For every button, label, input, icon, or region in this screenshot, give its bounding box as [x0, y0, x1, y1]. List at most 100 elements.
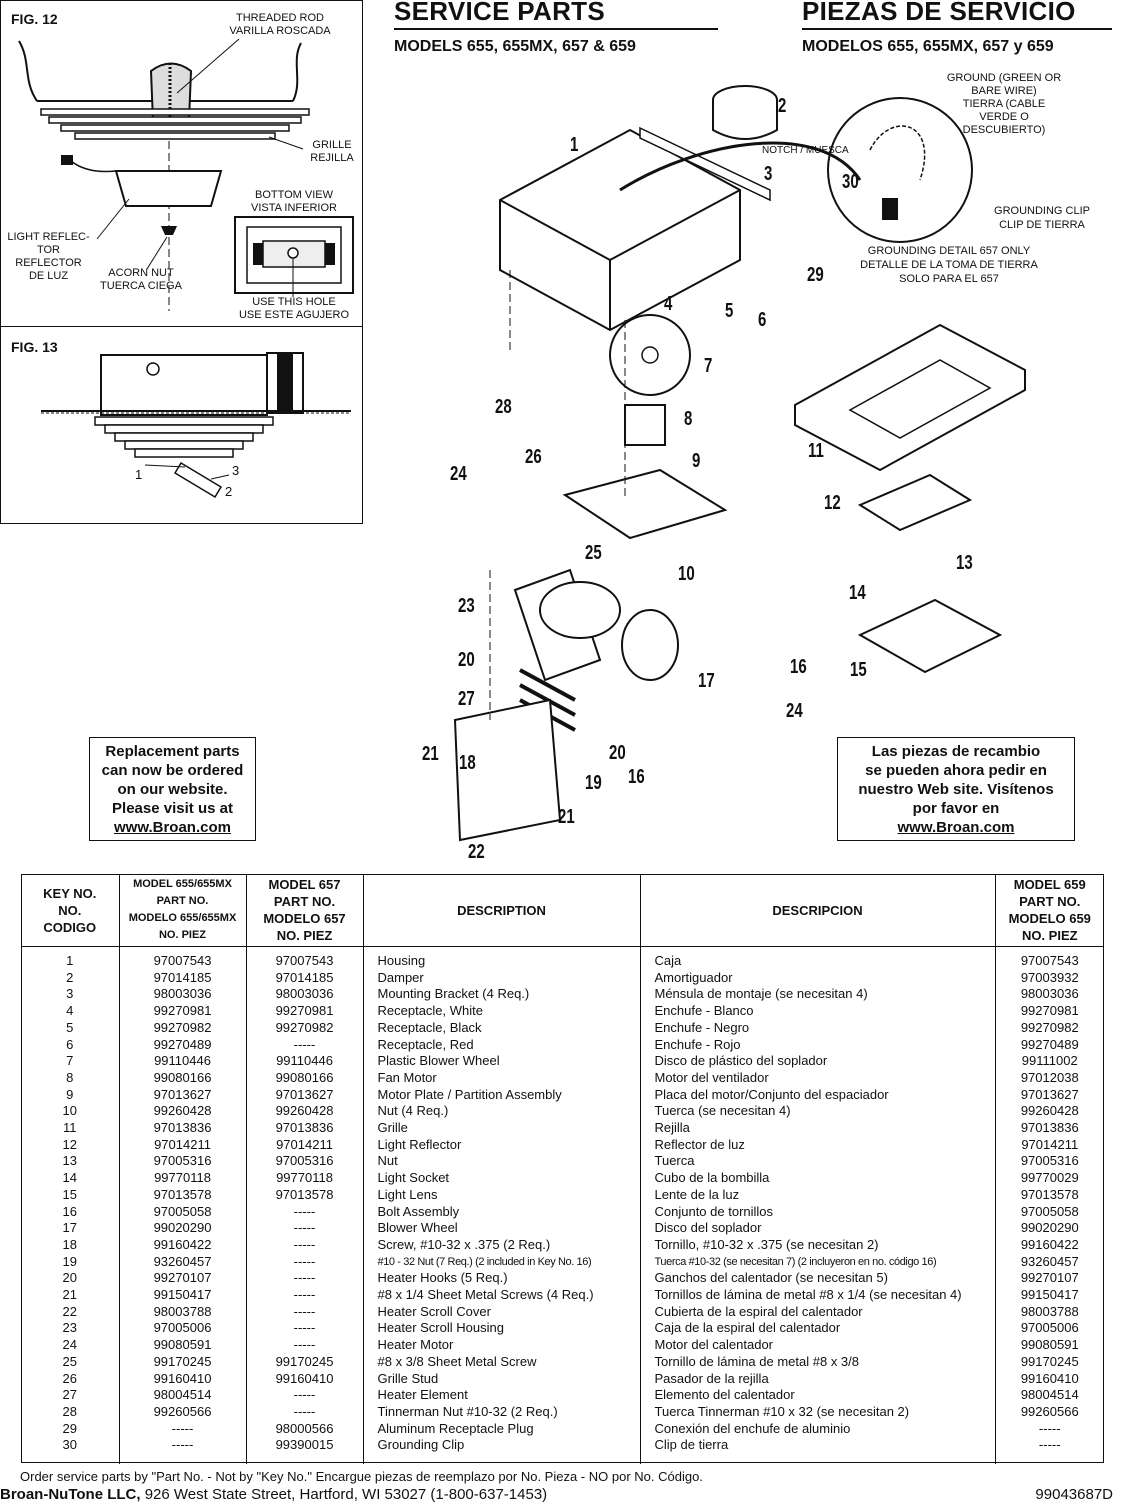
cell-descripcion: Amortiguador [640, 969, 996, 987]
cell-model-659: 97007543 [1020, 953, 1079, 968]
cell-model-655: 98004514 [119, 1387, 247, 1404]
cell-description: Light Reflector [363, 1136, 641, 1154]
cell-model-655: ----- [119, 1420, 247, 1438]
cell-model-659: 97005058 [1020, 1203, 1079, 1219]
key-24-lower: 24 [786, 700, 803, 722]
cell-description: Heater Scroll Cover [363, 1303, 641, 1321]
cell-descripcion: Pasador de la rejilla [640, 1370, 996, 1388]
cell-description: Light Socket [363, 1170, 641, 1187]
cell-model-657: ----- [246, 1203, 364, 1221]
cell-descripcion: Disco del soplador [640, 1220, 996, 1237]
cell-key-no: 29 [21, 1420, 120, 1438]
cell-model-655: 97013627 [119, 1086, 247, 1104]
cell-key-no: 3 [21, 986, 120, 1004]
cell-model-657: 97013578 [246, 1186, 364, 1204]
cell-model-655: 97005316 [119, 1153, 247, 1171]
key-21-left: 21 [422, 743, 439, 765]
key-26: 26 [525, 446, 542, 468]
cell-model-659: 97013836 [1020, 1120, 1079, 1136]
cell-model-659: 99111002 [1021, 1053, 1078, 1069]
cell-model-657: 99770118 [246, 1170, 364, 1187]
cell-model-659: 99160422 [1020, 1236, 1079, 1252]
cell-descripcion: Placa del motor/Conjunto del espaciador [640, 1086, 996, 1104]
cell-model-659: 99080591 [1020, 1337, 1079, 1353]
title-service-parts: SERVICE PARTS [394, 0, 605, 26]
fig13-drawing [41, 352, 351, 499]
cell-description: Screw, #10-32 x .375 (2 Req.) [363, 1236, 641, 1254]
cell-model-655: 97014211 [119, 1136, 247, 1154]
cell-model-657: ----- [246, 1403, 364, 1421]
cell-key-no: 19 [21, 1253, 120, 1271]
key-20-upper: 20 [458, 649, 475, 671]
company-name: Broan-NuTone LLC, [0, 1486, 141, 1503]
key-27: 27 [458, 688, 475, 710]
key-16-upper: 16 [790, 656, 807, 678]
cell-description: Nut [363, 1153, 641, 1171]
cell-model-659: 99260566 [1020, 1403, 1079, 1419]
cell-description: Heater Hooks (5 Req.) [363, 1270, 641, 1288]
cell-descripcion: Tuerca [640, 1153, 996, 1171]
cell-model-655: 97013836 [119, 1120, 247, 1137]
broan-website-link-en[interactable]: www.Broan.com [114, 819, 231, 836]
key-12: 12 [824, 492, 841, 514]
cell-descripcion: Reflector de luz [640, 1136, 996, 1154]
cell-key-no: 25 [21, 1353, 120, 1371]
models-es: MODELOS 655, 655MX, 657 y 659 [802, 38, 1054, 55]
key-2: 2 [778, 95, 787, 117]
key-30: 30 [842, 171, 859, 193]
cell-descripcion: Enchufe - Rojo [640, 1036, 996, 1054]
cell-key-no: 20 [21, 1270, 120, 1288]
key-8: 8 [684, 408, 693, 430]
broan-website-link-es[interactable]: www.Broan.com [897, 819, 1015, 836]
cell-model-657: 98000566 [246, 1420, 364, 1438]
cell-model-659: 99770029 [1020, 1170, 1079, 1186]
cell-model-657: 97013836 [246, 1120, 364, 1137]
key-6: 6 [758, 309, 767, 331]
cell-key-no: 18 [21, 1236, 120, 1254]
cell-model-657: 97014211 [246, 1136, 364, 1154]
notice-english: Replacement parts can now be ordered on … [89, 737, 256, 841]
cell-model-659: 97005006 [1020, 1320, 1079, 1336]
cell-descripcion: Tornillo de lámina de metal #8 x 3/8 [640, 1353, 996, 1371]
cell-model-655: 99260566 [119, 1403, 247, 1421]
cell-model-659: ----- [1038, 1420, 1061, 1436]
cell-key-no: 6 [21, 1036, 120, 1054]
cell-model-655: 98003036 [119, 986, 247, 1004]
fig13-callout-3: 3 [232, 463, 240, 478]
key-22: 22 [468, 841, 485, 863]
cell-model-659: 97013578 [1020, 1186, 1079, 1202]
key-29: 29 [807, 264, 824, 286]
key-25: 25 [585, 542, 602, 564]
cell-description: Housing [363, 946, 641, 970]
cell-model-657: ----- [246, 1220, 364, 1237]
cell-descripcion: Disco de plástico del soplador [640, 1053, 996, 1070]
cell-model-659: 99160410 [1020, 1370, 1079, 1386]
cell-model-657: ----- [246, 1036, 364, 1054]
cell-description: Mounting Bracket (4 Req.) [363, 986, 641, 1004]
cell-descripcion: Tornillos de lámina de metal #8 x 1/4 (s… [640, 1287, 996, 1304]
cell-key-no: 5 [21, 1019, 120, 1037]
key-5: 5 [725, 300, 734, 322]
cell-descripcion: Cubo de la bombilla [640, 1170, 996, 1187]
cell-description: Grounding Clip [363, 1437, 641, 1465]
cell-key-no: 13 [21, 1153, 120, 1171]
figure-13: FIG. 13 1 3 2 [0, 326, 363, 524]
cell-model-657: 99110446 [246, 1053, 364, 1070]
cell-model-655: 97007543 [119, 946, 247, 970]
